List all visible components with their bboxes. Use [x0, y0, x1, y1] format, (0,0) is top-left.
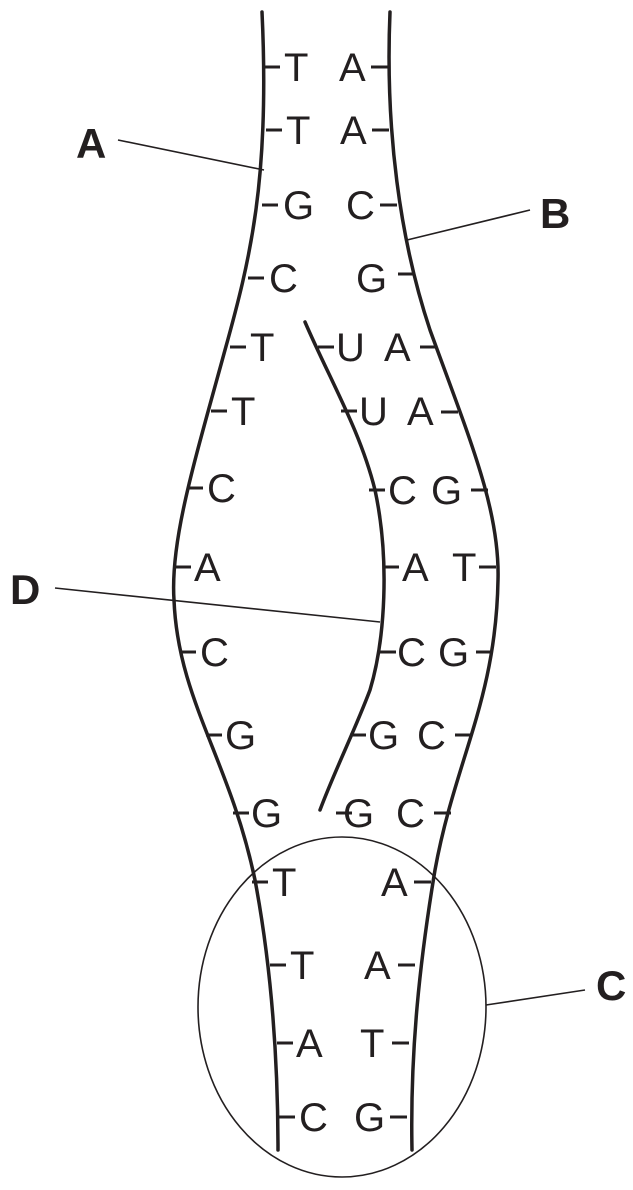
leader-line-a	[117, 139, 265, 171]
strand-a-base: G	[283, 184, 314, 228]
strand-a-base: C	[200, 631, 229, 675]
strand-b-base: A	[381, 861, 408, 905]
strand-b-base: T	[360, 1022, 384, 1066]
strand-b-base: G	[431, 469, 462, 513]
strand-b-base: A	[364, 944, 391, 988]
strand-a-base: G	[251, 792, 282, 836]
callout-c: C	[596, 962, 626, 1009]
callout-a: A	[76, 120, 106, 167]
strand-a-base: T	[272, 861, 296, 905]
strand-b-base: T	[452, 546, 476, 590]
strand-d-base: A	[402, 546, 429, 590]
strand-a-base: T	[290, 944, 314, 988]
strand-a-base: G	[225, 714, 256, 758]
strand-a-base: C	[207, 467, 236, 511]
strand-a-base: T	[231, 390, 255, 434]
strand-b-base: A	[339, 46, 366, 90]
strand-d-base: C	[388, 469, 417, 513]
strand-d-base: G	[368, 714, 399, 758]
strand-a-base: C	[269, 257, 298, 301]
strand-a	[171, 10, 280, 1152]
strand-d-base: U	[359, 390, 388, 434]
strand-d-rna	[303, 320, 386, 812]
strand-a-base: T	[284, 46, 308, 90]
strand-a-base: T	[250, 326, 274, 370]
leader-line-d	[54, 587, 381, 623]
strand-b-base: A	[407, 390, 434, 434]
strand-a-base: A	[296, 1022, 323, 1066]
strand-a-base: C	[299, 1096, 328, 1140]
leader-line-c	[485, 989, 586, 1006]
strand-d-base: G	[343, 792, 374, 836]
strand-a-base: T	[286, 109, 310, 153]
strand-b-base: G	[356, 257, 387, 301]
callout-b: B	[540, 190, 570, 237]
strand-b-base: C	[346, 184, 375, 228]
strand-b-base: C	[396, 792, 425, 836]
strand-b	[387, 10, 500, 1152]
strand-b-base: A	[384, 326, 411, 370]
strand-d-base: U	[336, 326, 365, 370]
strand-d-base: C	[397, 631, 426, 675]
callout-d: D	[10, 566, 40, 613]
strand-b-base: C	[417, 714, 446, 758]
strand-a-base: A	[194, 546, 221, 590]
strand-b-base: A	[340, 109, 367, 153]
strand-b-base: G	[354, 1096, 385, 1140]
region-c-circle	[197, 836, 487, 1178]
strand-b-base: G	[438, 631, 469, 675]
leader-line-b	[406, 209, 531, 241]
